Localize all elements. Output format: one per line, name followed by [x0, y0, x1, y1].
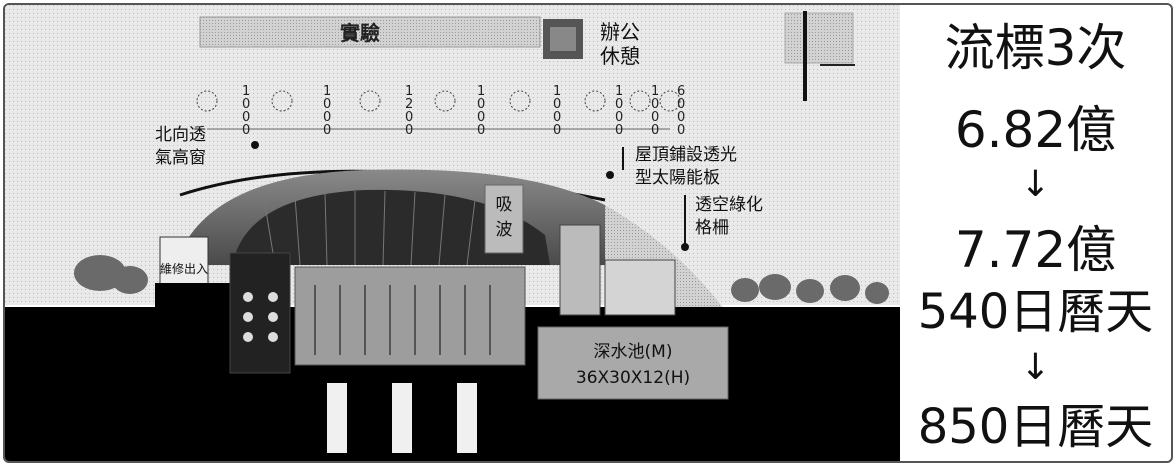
roof-label-line1: 屋頂鋪設透光: [635, 145, 737, 165]
top-bar: [199, 16, 541, 48]
original-duration: 540日曆天: [917, 284, 1154, 340]
green-grille-marker: [681, 243, 689, 251]
deep-pool: [537, 326, 729, 400]
revised-budget: 7.72億: [954, 221, 1117, 279]
legend-box: [784, 12, 854, 64]
deep-pool-label-line1: 深水池(M): [594, 342, 673, 362]
green-grille-label-line2: 格柵: [695, 218, 729, 238]
grid-axis-markers: [196, 90, 681, 130]
office-label-line2: 休憩: [600, 44, 640, 68]
bid-info-panel: 流標3次 6.82億 ↓ 7.72億 540日曆天 ↓ 850日曆天: [900, 5, 1171, 461]
rest-room-block: [604, 259, 676, 316]
tower-block: [559, 224, 601, 316]
deep-pool-label-line2: 36X30X12(H): [576, 368, 690, 388]
budget-arrow-icon: ↓: [1020, 164, 1051, 205]
equipment-shaft: [229, 252, 291, 374]
north-window-marker: [251, 141, 259, 149]
roof-label-line2: 型太陽能板: [635, 168, 720, 188]
north-window-label-line2: 氣高窗: [155, 148, 206, 168]
original-budget: 6.82億: [954, 101, 1117, 159]
north-window-label-line1: 北向透: [155, 125, 206, 145]
absorb-label-line2: 波: [496, 220, 513, 240]
top-bar-label: 實驗: [340, 21, 380, 45]
bid-failures-count: 流標3次: [944, 19, 1127, 77]
revised-duration: 850日曆天: [917, 399, 1154, 455]
scale-bar: [803, 11, 807, 101]
wave-basin: [294, 266, 526, 366]
office-label-line1: 辦公: [600, 20, 640, 44]
maintenance-label: 維修出入: [160, 261, 208, 276]
green-grille-label-line1: 透空綠化: [695, 195, 763, 215]
foundation-piles: [327, 383, 477, 453]
trees: [74, 255, 889, 304]
wave-absorber: [484, 184, 524, 254]
absorb-label-line1: 吸: [496, 195, 513, 215]
duration-arrow-icon: ↓: [1020, 347, 1051, 388]
roof-marker: [606, 171, 614, 179]
